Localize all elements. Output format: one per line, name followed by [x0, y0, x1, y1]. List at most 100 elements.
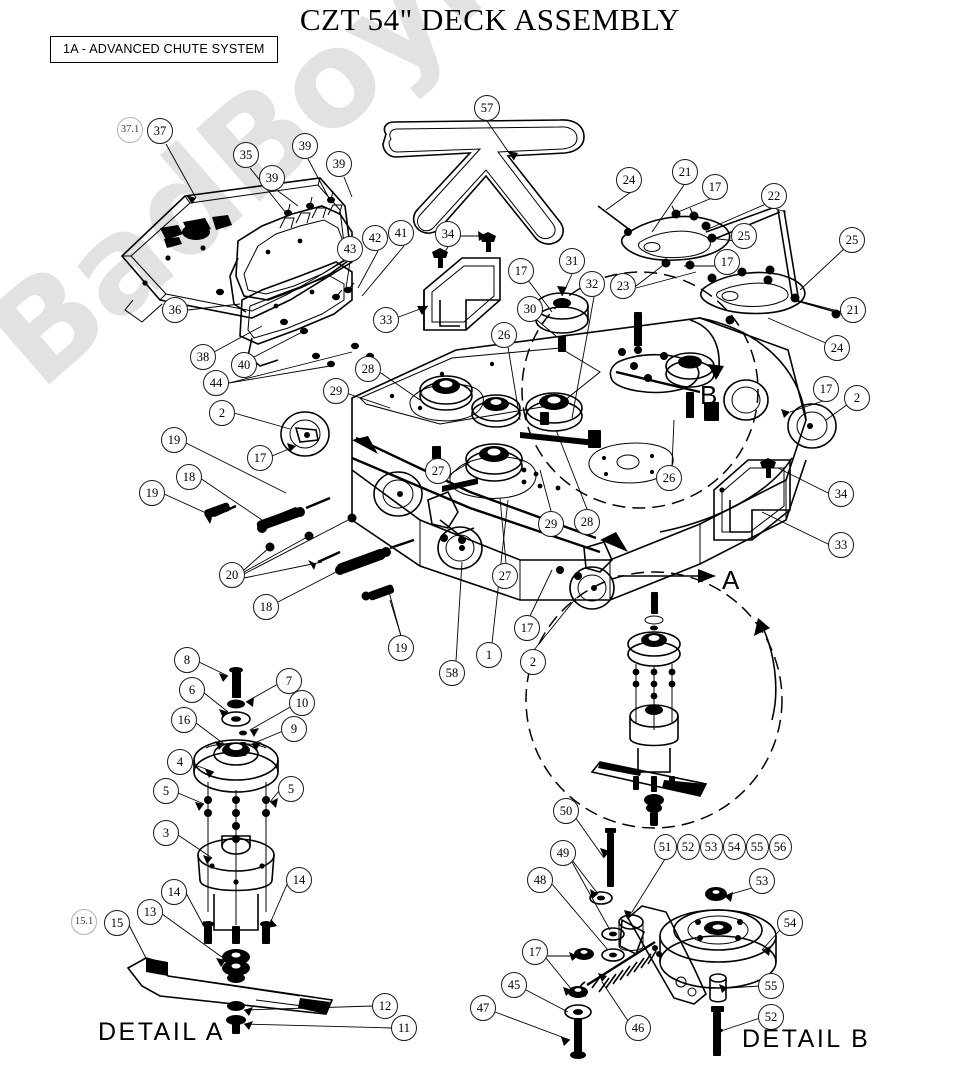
callout-bubble-27[interactable]: 27 [425, 458, 451, 484]
callout-bubble-22[interactable]: 22 [761, 183, 787, 209]
callout-bubble-31[interactable]: 31 [559, 248, 585, 274]
callout-bubble-10[interactable]: 10 [289, 690, 315, 716]
leader-arrowheads [186, 151, 790, 1046]
callout-bubble-54[interactable]: 54 [777, 910, 803, 936]
callout-bubble-33[interactable]: 33 [828, 532, 854, 558]
callout-bubble-38[interactable]: 38 [190, 344, 216, 370]
callout-bubble-2[interactable]: 2 [209, 400, 235, 426]
callout-bubble-29[interactable]: 29 [538, 511, 564, 537]
callout-bubble-34[interactable]: 34 [435, 221, 461, 247]
callout-bubble-15-1[interactable]: 15.1 [71, 909, 97, 935]
callout-bubble-33[interactable]: 33 [373, 307, 399, 333]
callout-bubble-56[interactable]: 56 [768, 834, 792, 860]
callout-bubble-16[interactable]: 16 [171, 707, 197, 733]
callout-bubble-6[interactable]: 6 [179, 677, 205, 703]
callout-bubble-1[interactable]: 1 [476, 642, 502, 668]
deck-hanger-right [556, 542, 612, 580]
callout-bubble-20[interactable]: 20 [219, 562, 245, 588]
callout-bubble-52[interactable]: 52 [758, 1004, 784, 1030]
callout-bubble-13[interactable]: 13 [137, 899, 163, 925]
callout-bubble-15[interactable]: 15 [104, 910, 130, 936]
callout-bubble-45[interactable]: 45 [501, 972, 527, 998]
callout-bubble-28[interactable]: 28 [355, 356, 381, 382]
callout-bubble-41[interactable]: 41 [388, 220, 414, 246]
callout-bubble-36[interactable]: 36 [162, 297, 188, 323]
callout-bubble-19[interactable]: 19 [161, 427, 187, 453]
callout-bubble-47[interactable]: 47 [470, 995, 496, 1021]
callout-bubble-43[interactable]: 43 [337, 236, 363, 262]
callout-bubble-18[interactable]: 18 [253, 594, 279, 620]
callout-bubble-44[interactable]: 44 [203, 370, 229, 396]
callout-bubble-28[interactable]: 28 [574, 509, 600, 535]
callout-bubble-17[interactable]: 17 [813, 376, 839, 402]
callout-bubble-4[interactable]: 4 [167, 749, 193, 775]
callout-bubble-55[interactable]: 55 [758, 973, 784, 999]
callout-bubble-17[interactable]: 17 [714, 249, 740, 275]
callout-bubble-2[interactable]: 2 [844, 385, 870, 411]
callout-bubble-14[interactable]: 14 [161, 879, 187, 905]
callout-bubble-55[interactable]: 55 [745, 834, 769, 860]
callout-bubble-58[interactable]: 58 [439, 660, 465, 686]
callout-bubble-14[interactable]: 14 [286, 867, 312, 893]
callout-bubble-49[interactable]: 49 [550, 840, 576, 866]
callout-bubble-11[interactable]: 11 [391, 1015, 417, 1041]
callout-bubble-5[interactable]: 5 [153, 778, 179, 804]
callout-bubble-25[interactable]: 25 [731, 223, 757, 249]
callout-bubble-57[interactable]: 57 [474, 95, 500, 121]
callout-bubble-5[interactable]: 5 [278, 776, 304, 802]
callout-bubble-39[interactable]: 39 [259, 165, 285, 191]
callout-bubble-3[interactable]: 3 [153, 820, 179, 846]
callout-bubble-48[interactable]: 48 [527, 867, 553, 893]
callout-bubble-50[interactable]: 50 [553, 798, 579, 824]
callout-bubble-34[interactable]: 34 [828, 481, 854, 507]
callout-bubble-17[interactable]: 17 [514, 615, 540, 641]
callout-bubble-24[interactable]: 24 [824, 335, 850, 361]
callout-bubble-18[interactable]: 18 [176, 464, 202, 490]
callout-bubble-26[interactable]: 26 [491, 322, 517, 348]
callout-bubble-52[interactable]: 52 [676, 834, 700, 860]
callout-bubble-24[interactable]: 24 [616, 167, 642, 193]
lift-arm-lower [701, 265, 841, 325]
callout-bubble-32[interactable]: 32 [579, 271, 605, 297]
callout-bubble-23[interactable]: 23 [610, 273, 636, 299]
callout-bubble-17[interactable]: 17 [508, 258, 534, 284]
callout-bubble-37-1[interactable]: 37.1 [117, 117, 143, 143]
callout-bubble-25[interactable]: 25 [839, 227, 865, 253]
callout-bubble-17[interactable]: 17 [247, 445, 273, 471]
callout-bubble-27[interactable]: 27 [492, 563, 518, 589]
drive-belt-57 [383, 120, 584, 244]
callout-bubble-46[interactable]: 46 [625, 1015, 651, 1041]
callout-bubble-17[interactable]: 17 [522, 939, 548, 965]
callout-bubble-35[interactable]: 35 [233, 142, 259, 168]
deck-spindle-assemblies [410, 288, 596, 498]
callout-bubble-42[interactable]: 42 [362, 225, 388, 251]
callout-bubble-54[interactable]: 54 [722, 834, 746, 860]
callout-bubble-51[interactable]: 51 [653, 834, 677, 860]
callout-bubble-8[interactable]: 8 [174, 647, 200, 673]
callout-bubble-30[interactable]: 30 [517, 296, 543, 322]
callout-bubble-7[interactable]: 7 [276, 668, 302, 694]
callout-bubble-21[interactable]: 21 [840, 297, 866, 323]
callout-bubble-37[interactable]: 37 [147, 118, 173, 144]
callout-bubble-2[interactable]: 2 [520, 649, 546, 675]
deflector-33-left [424, 258, 500, 330]
callout-bubble-53[interactable]: 53 [749, 868, 775, 894]
callout-bubble-29[interactable]: 29 [323, 378, 349, 404]
callout-bubble-26[interactable]: 26 [656, 465, 682, 491]
callout-bubble-19[interactable]: 19 [388, 635, 414, 661]
detail-b-circle [522, 272, 758, 508]
callout-bubble-40[interactable]: 40 [231, 352, 257, 378]
page-title: CZT 54" DECK ASSEMBLY [299, 2, 681, 37]
callout-bubble-53[interactable]: 53 [699, 834, 723, 860]
callout-bubble-9[interactable]: 9 [281, 716, 307, 742]
deck-hanger-left [428, 492, 474, 544]
callout-bubble-39[interactable]: 39 [326, 151, 352, 177]
callout-bubble-12[interactable]: 12 [372, 993, 398, 1019]
knob-34b [432, 248, 448, 268]
callout-bubble-19[interactable]: 19 [139, 480, 165, 506]
callout-bubble-21[interactable]: 21 [672, 159, 698, 185]
callout-bubble-17[interactable]: 17 [702, 174, 728, 200]
callout-bubble-39[interactable]: 39 [292, 133, 318, 159]
section-title-box: 1A - ADVANCED CHUTE SYSTEM [50, 36, 278, 63]
